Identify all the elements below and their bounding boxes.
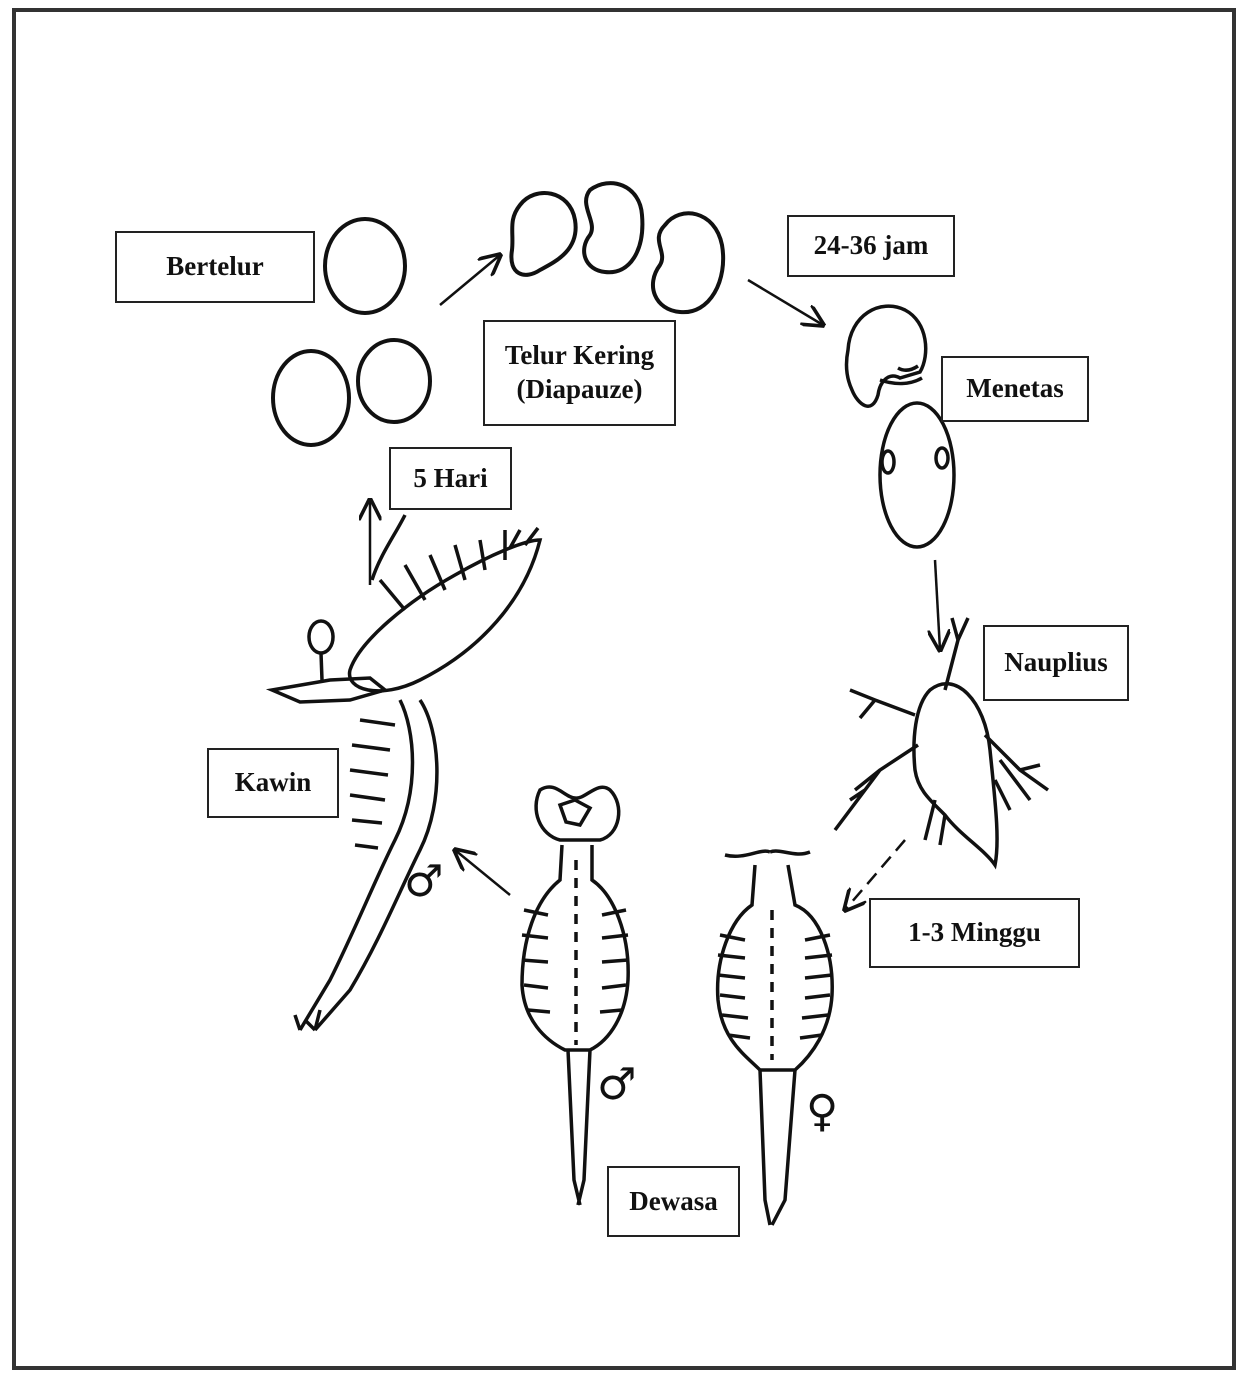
female-symbol-adult: ♀ bbox=[806, 1090, 838, 1134]
label-jam-text: 24-36 jam bbox=[814, 229, 929, 263]
label-bertelur-text: Bertelur bbox=[166, 250, 263, 284]
label-menetas-text: Menetas bbox=[966, 372, 1063, 406]
label-bertelur: Bertelur bbox=[115, 231, 315, 303]
arrow-to-nauplius bbox=[935, 560, 940, 650]
label-menetas: Menetas bbox=[941, 356, 1089, 422]
label-kawin-text: Kawin bbox=[235, 766, 312, 800]
label-telur-kering-line2: (Diapauze) bbox=[517, 373, 643, 407]
label-telur-kering: Telur Kering (Diapauze) bbox=[483, 320, 676, 426]
arrow-to-hatching bbox=[748, 280, 823, 325]
label-hari: 5 Hari bbox=[389, 447, 512, 510]
label-jam: 24-36 jam bbox=[787, 215, 955, 277]
label-minggu: 1-3 Minggu bbox=[869, 898, 1080, 968]
dry-eggs-illustration bbox=[511, 183, 723, 312]
hatching-illustration bbox=[847, 306, 954, 547]
label-hari-text: 5 Hari bbox=[413, 462, 487, 496]
label-dewasa-text: Dewasa bbox=[629, 1185, 718, 1219]
arrow-to-mating bbox=[455, 850, 510, 895]
male-symbol-mating: ♂ bbox=[404, 860, 443, 904]
label-kawin: Kawin bbox=[207, 748, 339, 818]
adult-male-illustration bbox=[522, 787, 628, 1205]
arrow-to-dry-eggs bbox=[440, 255, 500, 305]
male-symbol-adult: ♂ bbox=[597, 1063, 636, 1107]
label-nauplius: Nauplius bbox=[983, 625, 1129, 701]
label-minggu-text: 1-3 Minggu bbox=[908, 916, 1041, 950]
label-dewasa: Dewasa bbox=[607, 1166, 740, 1237]
label-telur-kering-line1: Telur Kering bbox=[505, 339, 654, 373]
label-nauplius-text: Nauplius bbox=[1004, 646, 1108, 680]
